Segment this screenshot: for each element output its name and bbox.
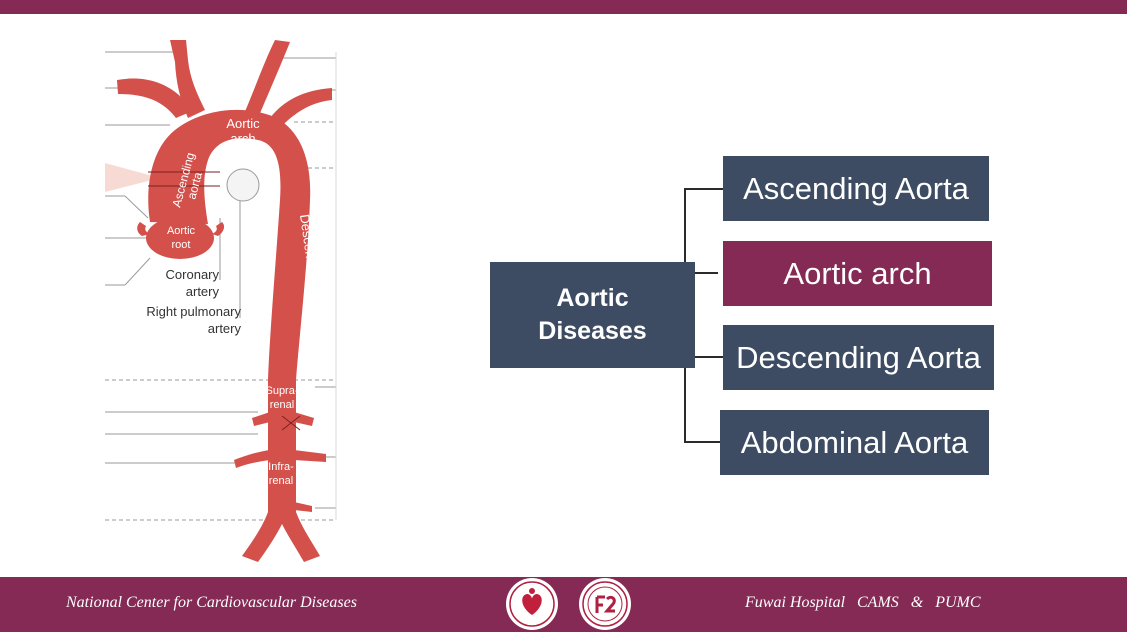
label-aortic-root-1: Aortic (167, 225, 196, 237)
node-abdominal-aorta: Abdominal Aorta (720, 410, 989, 475)
label-coronary-artery-2: artery (186, 284, 220, 299)
label-right-pulmonary-artery-1: Right pulmonary (146, 304, 241, 319)
node-aortic-arch: Aortic arch (723, 241, 992, 306)
connector-root-stub (695, 272, 718, 274)
label-infrarenal-1: Infra- (268, 461, 294, 473)
connector-spine-top (684, 188, 686, 262)
connector-descending (695, 356, 723, 358)
label-aortic-root-2: root (172, 239, 191, 251)
node-descending-aorta: Descending Aorta (723, 325, 994, 390)
label-ascending-aorta-2: aorta (184, 170, 205, 200)
label-suprarenal-1: Supra- (265, 385, 298, 397)
aorta-shape (117, 40, 332, 562)
footer-banner (0, 577, 1127, 632)
leader-lines (105, 51, 336, 509)
connector-abdominal (684, 441, 721, 443)
label-coronary-artery-1: Coronary (166, 267, 220, 282)
fuwai-seal-icon (579, 578, 631, 630)
label-suprarenal-2: renal (270, 399, 294, 411)
node-ascending-aorta: Ascending Aorta (723, 156, 989, 221)
section-wedge (105, 163, 160, 192)
label-aortic-arch-1: Aortic (226, 116, 260, 131)
node-aortic-diseases: Aortic Diseases (490, 262, 695, 368)
node-aortic-diseases-line2: Diseases (538, 317, 647, 345)
pulmonary-artery-section (226, 168, 260, 202)
aorta-illustration: Aortic arch Ascending aorta Aortic root … (105, 40, 337, 562)
connector-spine-bottom (684, 368, 686, 442)
top-banner (0, 0, 1127, 14)
label-right-pulmonary-artery-2: artery (208, 321, 242, 336)
footer-hospital-name: Fuwai Hospital CAMS & PUMC (745, 594, 981, 611)
label-infrarenal-2: renal (269, 475, 293, 487)
footer-center-name: National Center for Cardiovascular Disea… (66, 594, 357, 611)
connector-ascending (684, 188, 724, 190)
label-aortic-arch-2: arch (230, 131, 255, 146)
heart-logo-icon (506, 578, 558, 630)
node-aortic-diseases-line1: Aortic (556, 284, 629, 312)
